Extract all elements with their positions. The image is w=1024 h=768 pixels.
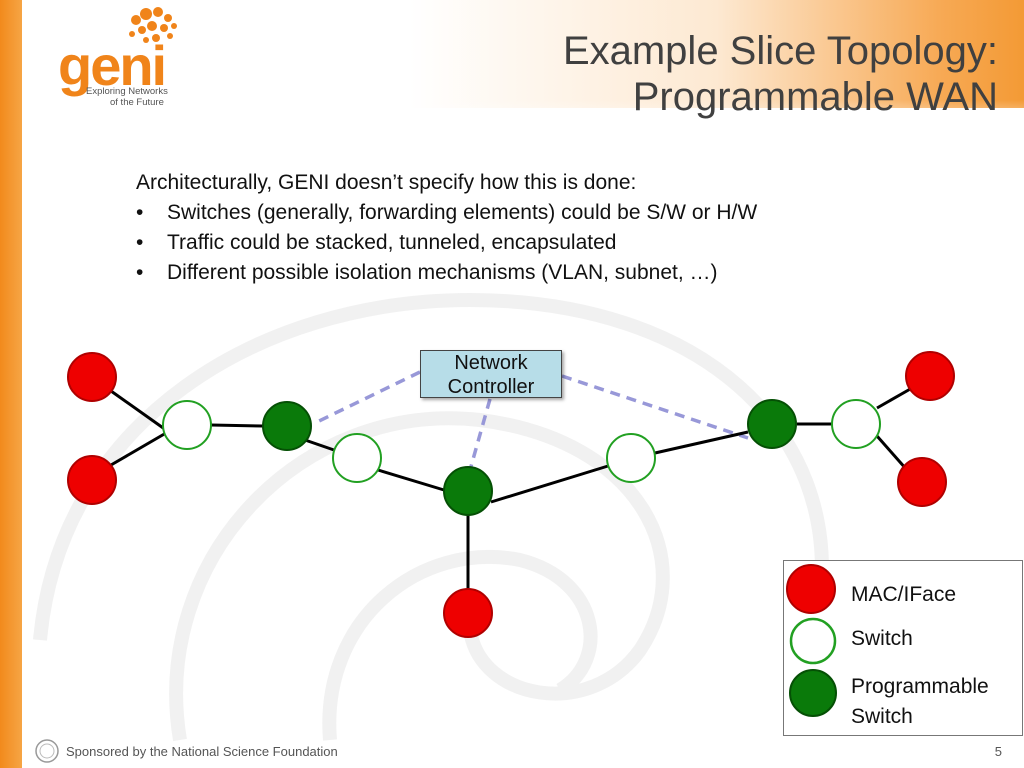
data-link [210,423,264,428]
data-link [377,468,445,492]
geni-logo: geni Exploring Networks of the Future [48,4,198,109]
data-link [654,430,749,455]
data-link [304,438,335,452]
bullet-item: • Different possible isolation mechanism… [136,258,956,288]
bullet-text: Switches (generally, forwarding elements… [167,201,758,224]
legend-programmable-label-1: Programmable [851,675,989,698]
switch-node [831,399,881,449]
controller-label-line-1: Network [454,352,528,374]
programmable-switch-node [262,401,312,451]
left-accent-bar [0,0,22,768]
switch-node [606,433,656,483]
legend-switch-label: Switch [851,627,913,650]
control-link [561,374,749,440]
nsf-seal-icon [35,739,59,763]
legend-box: MAC/IFace Switch Programmable Switch [783,560,1023,736]
bullet-item: • Switches (generally, forwarding elemen… [136,198,956,228]
bullet-mark: • [136,201,144,224]
data-link [110,431,167,467]
body-text: Architecturally, GENI doesn’t specify ho… [136,168,956,288]
mac-iface-node [67,352,117,402]
intro-text: Architecturally, GENI doesn’t specify ho… [136,171,637,194]
slide-title: Example Slice Topology: Programmable WAN [398,28,998,120]
legend-mac-iface-label: MAC/IFace [851,583,957,606]
control-link [468,398,492,471]
data-link [875,435,909,471]
mac-iface-node [905,351,955,401]
network-controller-box: Network Controller [420,350,562,398]
programmable-switch-node [443,466,493,516]
title-line-2: Programmable WAN [632,75,998,119]
logo-tagline-2: of the Future [110,97,164,108]
footer-sponsor-text: Sponsored by the National Science Founda… [66,744,338,759]
data-link [490,464,609,504]
data-link [110,389,167,432]
logo-wordmark: geni [58,34,167,97]
logo-tagline-1: Exploring Networks [86,86,168,97]
legend-programmable-switch-icon [789,669,837,717]
control-links [316,370,749,471]
header-band-fade [0,100,1024,140]
legend-symbols [786,564,837,717]
legend-programmable-label-2: Switch [851,705,913,728]
bullet-item: • Traffic could be stacked, tunneled, en… [136,228,956,258]
logo-dots-icon [129,7,177,43]
legend-switch-icon [789,617,837,665]
nodes [67,351,955,638]
bullet-text: Different possible isolation mechanisms … [167,261,718,284]
controller-label-line-2: Controller [447,376,535,398]
switch-node [162,400,212,450]
bullet-mark: • [136,261,144,284]
bullet-mark: • [136,231,144,254]
mac-iface-node [897,457,947,507]
data-links [110,386,913,593]
mac-iface-node [443,588,493,638]
legend-mac-iface-icon [786,564,836,614]
programmable-switch-node [747,399,797,449]
switch-node [332,433,382,483]
bullet-text: Traffic could be stacked, tunneled, enca… [167,231,617,254]
mac-iface-node [67,455,117,505]
control-link [316,370,421,424]
title-line-1: Example Slice Topology: [562,29,998,73]
page-number: 5 [994,744,1002,759]
data-link [876,386,913,410]
